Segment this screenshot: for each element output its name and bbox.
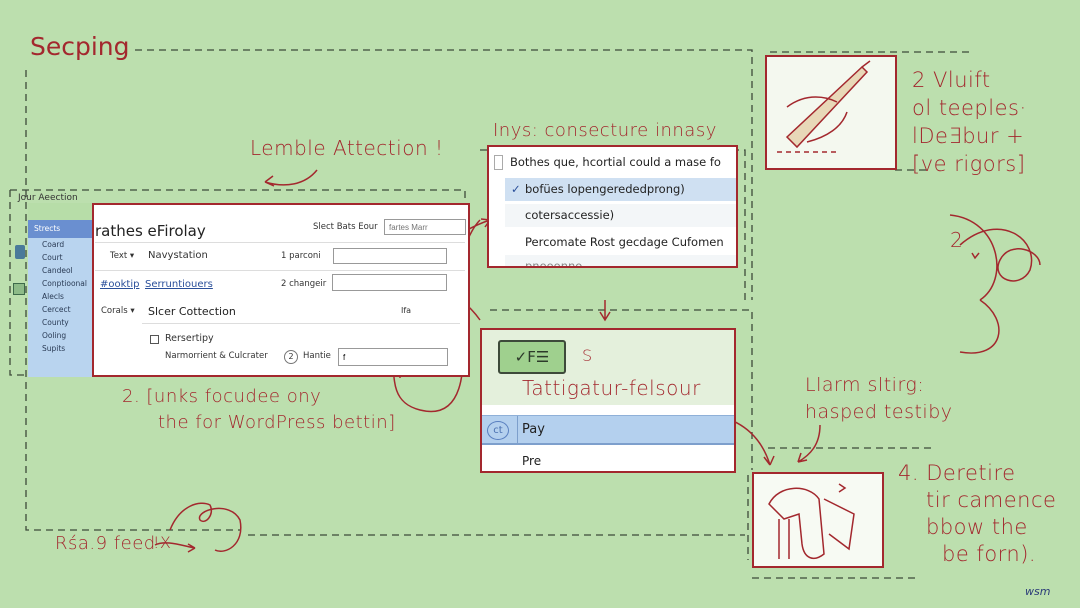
dropdown-caption: Inys: consecture innasy (493, 120, 717, 141)
select-label: Slect Bats Eour (313, 222, 378, 232)
sidebar-item[interactable]: Candeol (42, 266, 73, 275)
mark-icon: S (582, 346, 593, 365)
count-badge: 2 (284, 350, 298, 364)
sidebar-item[interactable]: Cercect (42, 305, 71, 314)
parconi-input[interactable] (333, 248, 447, 264)
pay-option[interactable]: ct Pay (482, 415, 734, 445)
dropdown-menu: Bothes que, hcortial could a mase fo ✓ bo… (487, 145, 738, 268)
section-extra: Ifa (401, 306, 412, 315)
rersertipy-checkbox[interactable] (150, 335, 159, 344)
note-line: hasped testiby (805, 401, 953, 423)
option-label: bofües lopengerededprong) (525, 182, 685, 196)
tooltip-link[interactable]: #ooktip (100, 279, 140, 290)
sidebar-item[interactable]: Coard (42, 240, 65, 249)
dropdown-option[interactable]: cotersaccessie) (505, 204, 736, 227)
signature: wsm (1025, 585, 1051, 598)
note-line: 2 Vluift (912, 68, 991, 92)
dropdown-option-selected[interactable]: ✓ bofües lopengerededprong) (505, 178, 736, 201)
note-line: tir camence (926, 488, 1057, 512)
card-title: Tattigatur-felsour (522, 376, 701, 400)
dropdown-option[interactable]: Percomate Rost gecdage Cufomen (525, 235, 724, 249)
annotation-right-4: 4. Deretire tir camence bbow the be forn… (898, 460, 1056, 568)
section-label: Narmorrient & Culcrater (165, 351, 268, 361)
pay-label: Pay (522, 422, 545, 437)
select-input[interactable] (384, 219, 466, 235)
annotation-lemble: Lemble Attection ! (250, 136, 444, 160)
sidebar-item[interactable]: Conptioonal (42, 279, 87, 288)
pay-icon: ct (487, 421, 509, 440)
window-title: Jour Aeection (18, 193, 78, 203)
hantie-label: Hantie (303, 351, 331, 361)
note-line: [ve rigors] (912, 152, 1026, 176)
field-label-1: 1 parconi (281, 251, 321, 261)
dropdown-header: Bothes que, hcortial could a mase fo (510, 155, 721, 169)
annotation-feed: Rśa.9 feed (55, 533, 156, 554)
annotation-alarm: Llarm sltirg: hasped testiby (805, 372, 953, 426)
pre-option[interactable]: Pre (522, 454, 542, 468)
annotation-links-2: the for WordPress bettin] (158, 412, 396, 433)
creature-illustration (752, 472, 884, 568)
sidebar-item[interactable]: Court (42, 253, 63, 262)
corals-dropdown[interactable]: Corals ▾ (101, 306, 135, 316)
payment-card: ✓F☰ S Tattigatur-felsour ct Pay Pre (480, 328, 736, 473)
checkbox-label: Rersertipy (165, 333, 214, 344)
row-name: Navystation (148, 250, 208, 261)
section-title: Slcer Cottection (148, 305, 236, 318)
field-label-2: 2 changeir (281, 279, 327, 289)
rocket-icon (777, 60, 871, 153)
page-heading: rathes eFirolay (95, 222, 206, 240)
creature-icon (768, 483, 855, 560)
sidebar-item[interactable]: Ooling (42, 331, 67, 340)
sidebar-item-strects[interactable]: Strects (28, 220, 92, 238)
dropdown-option[interactable]: pnooonno (505, 255, 736, 266)
sidebar-item[interactable]: Alecls (42, 292, 64, 301)
annotation-right-1: 2 Vluift ol teeples· lDe∃bur + [ve rigor… (912, 66, 1027, 178)
servers-link[interactable]: Serruntiouers (145, 279, 213, 290)
window-icon (13, 283, 25, 295)
feed-mark: !X (153, 533, 172, 552)
type-dropdown[interactable]: Text ▾ (110, 251, 135, 261)
annotation-links-1: 2. [unks focudee ony (122, 386, 322, 407)
scribble-digit: 2 (950, 228, 964, 252)
sidebar: Strects Coard Court Candeol Conptioonal … (28, 203, 94, 377)
checklist-icon: ✓F☰ (498, 340, 566, 374)
page-title-note: Secping (30, 32, 130, 61)
sidebar-item[interactable]: Supits (42, 344, 66, 353)
sidebar-item[interactable]: County (42, 318, 69, 327)
note-line: lDe∃bur + (912, 124, 1025, 148)
note-line: Llarm sltirg: (805, 374, 925, 396)
rocket-illustration (765, 55, 897, 170)
note-line: be forn). (942, 542, 1037, 566)
note-line: 4. Deretire (898, 461, 1016, 485)
select-all-checkbox[interactable] (494, 155, 503, 170)
app-icon (15, 245, 25, 259)
note-line: bbow the (926, 515, 1028, 539)
check-icon: ✓ (511, 182, 521, 196)
hantie-input[interactable] (338, 348, 448, 366)
changeir-input[interactable] (332, 274, 447, 291)
note-line: ol teeples· (912, 96, 1027, 120)
